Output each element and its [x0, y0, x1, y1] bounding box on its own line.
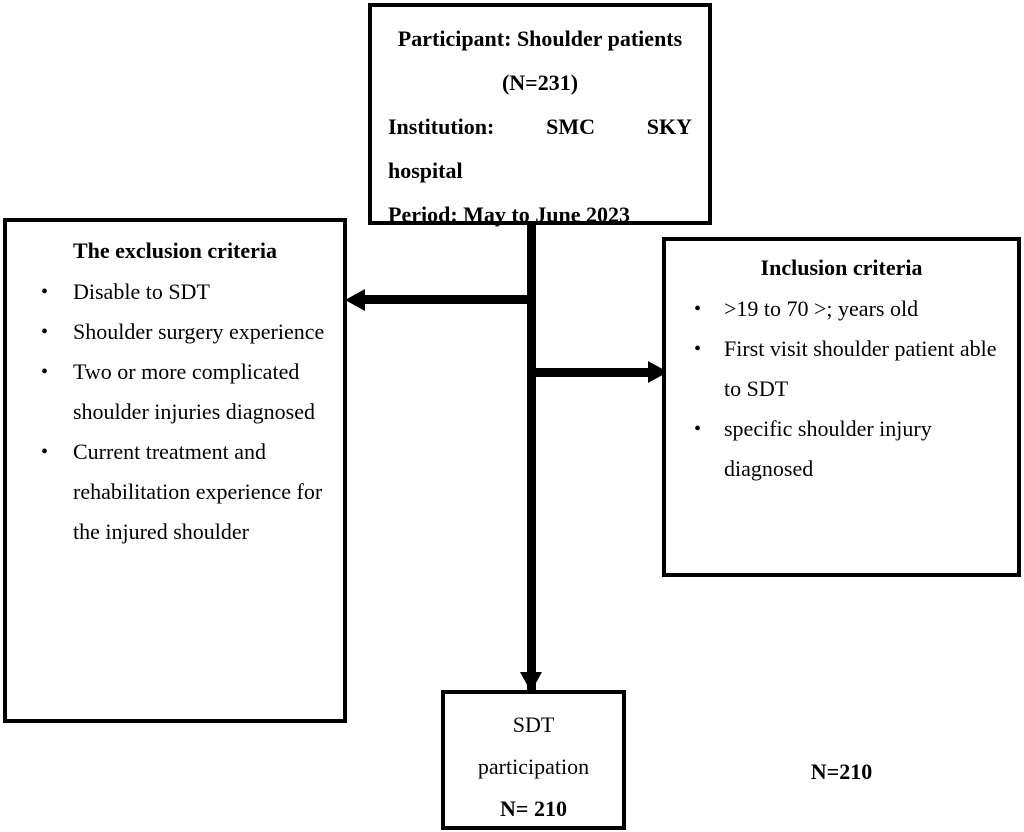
- sdt-arrowhead-icon: [520, 672, 542, 692]
- institution-smc: SMC: [546, 114, 595, 139]
- participant-line-1: Participant: Shoulder patients: [397, 26, 683, 51]
- sdt-line-1: SDT: [512, 712, 555, 737]
- list-item: specific shoulder injury diagnosed: [676, 409, 1007, 489]
- participant-count: (N=231): [501, 70, 579, 95]
- institution-label: Institution:: [388, 114, 495, 139]
- exclusion-title: The exclusion criteria: [72, 238, 278, 263]
- inclusion-criteria-list: >19 to 70 >; years old First visit shoul…: [676, 289, 1007, 489]
- inclusion-criteria-box: Inclusion criteria >19 to 70 >; years ol…: [662, 237, 1021, 784]
- inclusion-count: N=210: [810, 759, 873, 784]
- list-item: Disable to SDT: [19, 272, 331, 312]
- inclusion-title: Inclusion criteria: [760, 255, 923, 280]
- exclusion-connector-line: [360, 295, 532, 304]
- list-item: Shoulder surgery experience: [19, 312, 331, 352]
- exclusion-criteria-list: Disable to SDT Shoulder surgery experien…: [19, 272, 331, 552]
- inclusion-connector-line: [532, 368, 650, 377]
- sdt-count: N= 210: [500, 796, 567, 821]
- vertical-trunk-line: [527, 190, 536, 692]
- participant-institution-line: Institution: SMC SKY: [388, 105, 692, 149]
- list-item: First visit shoulder patient able to SDT: [676, 329, 1007, 409]
- sdt-line-2: participation: [477, 754, 590, 779]
- institution-sky: SKY: [646, 114, 692, 139]
- participant-period-line: Period: May to June 2023: [388, 202, 630, 227]
- exclusion-criteria-box: The exclusion criteria Disable to SDT Sh…: [3, 218, 347, 723]
- list-item: Current treatment and rehabilitation exp…: [19, 432, 331, 552]
- participant-box: Participant: Shoulder patients (N=231) I…: [368, 3, 712, 227]
- sdt-participation-box: SDT participation N= 210: [441, 690, 626, 830]
- exclusion-arrowhead-icon: [345, 289, 365, 311]
- list-item: >19 to 70 >; years old: [676, 289, 1007, 329]
- participant-hospital-line: hospital: [388, 158, 463, 183]
- list-item: Two or more complicated shoulder injurie…: [19, 352, 331, 432]
